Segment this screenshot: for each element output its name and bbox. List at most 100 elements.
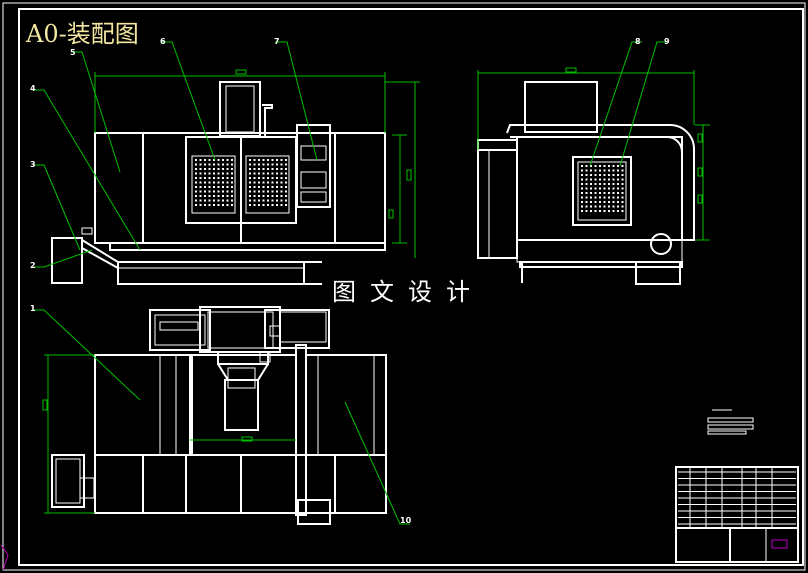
grid-dot: [267, 195, 269, 197]
grid-dot: [226, 204, 229, 206]
grid-dot: [204, 159, 206, 161]
grid-dot: [226, 199, 229, 202]
grid-dot: [213, 199, 215, 202]
grid-dot: [222, 195, 224, 197]
grid-dot: [231, 204, 233, 206]
grid-dot: [258, 163, 260, 166]
grid-dot: [276, 172, 278, 175]
grid-dot: [204, 190, 206, 193]
grid-dot: [621, 165, 624, 167]
grid-dot: [608, 165, 610, 167]
grid-dot: [612, 196, 615, 199]
grid-dot: [199, 181, 202, 184]
grid-dot: [599, 205, 601, 208]
grid-dot: [280, 186, 283, 188]
grid-dot: [280, 159, 283, 161]
grid-dot: [249, 163, 251, 166]
grid-dot: [280, 177, 283, 179]
grid-dot: [585, 165, 588, 167]
grid-dot: [590, 187, 592, 190]
grid-dot: [612, 187, 615, 190]
grid-dot: [253, 172, 256, 175]
grid-dot: [276, 190, 278, 193]
grid-dot: [608, 187, 610, 190]
grid-dot: [195, 186, 197, 188]
grid-dot: [226, 186, 229, 188]
grid-dot: [208, 190, 211, 193]
grid-dot: [222, 159, 224, 161]
grid-dot: [271, 186, 274, 188]
grid-dot: [258, 186, 260, 188]
grid-dot: [603, 210, 606, 212]
side-view: [477, 41, 710, 285]
grid-dot: [217, 181, 220, 184]
grid-dot: [217, 168, 220, 170]
grid-dot: [217, 204, 220, 206]
grid-dot: [594, 196, 597, 199]
grid-dot: [603, 196, 606, 199]
grid-dot: [603, 205, 606, 208]
grid-dot: [208, 159, 211, 161]
grid-dot: [226, 190, 229, 193]
grid-dot: [271, 172, 274, 175]
grid-dot: [222, 181, 224, 184]
watermark-text: 图文设计: [332, 278, 484, 306]
grid-dot: [285, 177, 287, 179]
grid-dot: [608, 169, 610, 172]
grid-dot: [253, 163, 256, 166]
grid-dot: [603, 165, 606, 167]
grid-dot: [581, 174, 583, 176]
grid-dot: [271, 199, 274, 202]
grid-dot: [599, 187, 601, 190]
grid-dot: [262, 190, 265, 193]
grid-dot: [594, 201, 597, 203]
grid-dot: [594, 192, 597, 194]
grid-dot: [590, 201, 592, 203]
grid-dot: [199, 199, 202, 202]
grid-dot: [267, 181, 269, 184]
grid-dot: [231, 181, 233, 184]
grid-dot: [621, 205, 624, 208]
grid-dot: [599, 183, 601, 185]
grid-dot: [249, 168, 251, 170]
grid-dot: [267, 159, 269, 161]
grid-dot: [213, 168, 215, 170]
grid-dot: [213, 195, 215, 197]
grid-dot: [213, 177, 215, 179]
grid-dot: [617, 183, 619, 185]
grid-dot: [217, 199, 220, 202]
grid-dot: [249, 190, 251, 193]
grid-dot: [199, 177, 202, 179]
grid-dot: [581, 178, 583, 181]
grid-dot: [204, 186, 206, 188]
grid-dot: [204, 204, 206, 206]
grid-dot: [594, 210, 597, 212]
grid-dot: [612, 210, 615, 212]
grid-dot: [258, 195, 260, 197]
grid-dot: [608, 178, 610, 181]
grid-dot: [199, 163, 202, 166]
grid-dot: [271, 195, 274, 197]
grid-dot: [213, 181, 215, 184]
corner-mark: [0, 544, 9, 571]
balloon-1: 1: [30, 304, 36, 313]
grid-dot: [276, 195, 278, 197]
grid-dot: [204, 168, 206, 170]
grid-dot: [208, 186, 211, 188]
grid-dot: [585, 174, 588, 176]
top-view: [34, 306, 410, 525]
grid-dot: [612, 178, 615, 181]
grid-dot: [199, 190, 202, 193]
grid-dot: [217, 159, 220, 161]
grid-dot: [590, 196, 592, 199]
grid-dot: [285, 190, 287, 193]
grid-dot: [581, 196, 583, 199]
grid-dot: [608, 183, 610, 185]
drawing-title: A0-装配图: [26, 20, 139, 48]
grid-dot: [594, 205, 597, 208]
grid-dot: [590, 210, 592, 212]
grid-dot: [585, 169, 588, 172]
grid-dot: [585, 196, 588, 199]
grid-dot: [267, 204, 269, 206]
